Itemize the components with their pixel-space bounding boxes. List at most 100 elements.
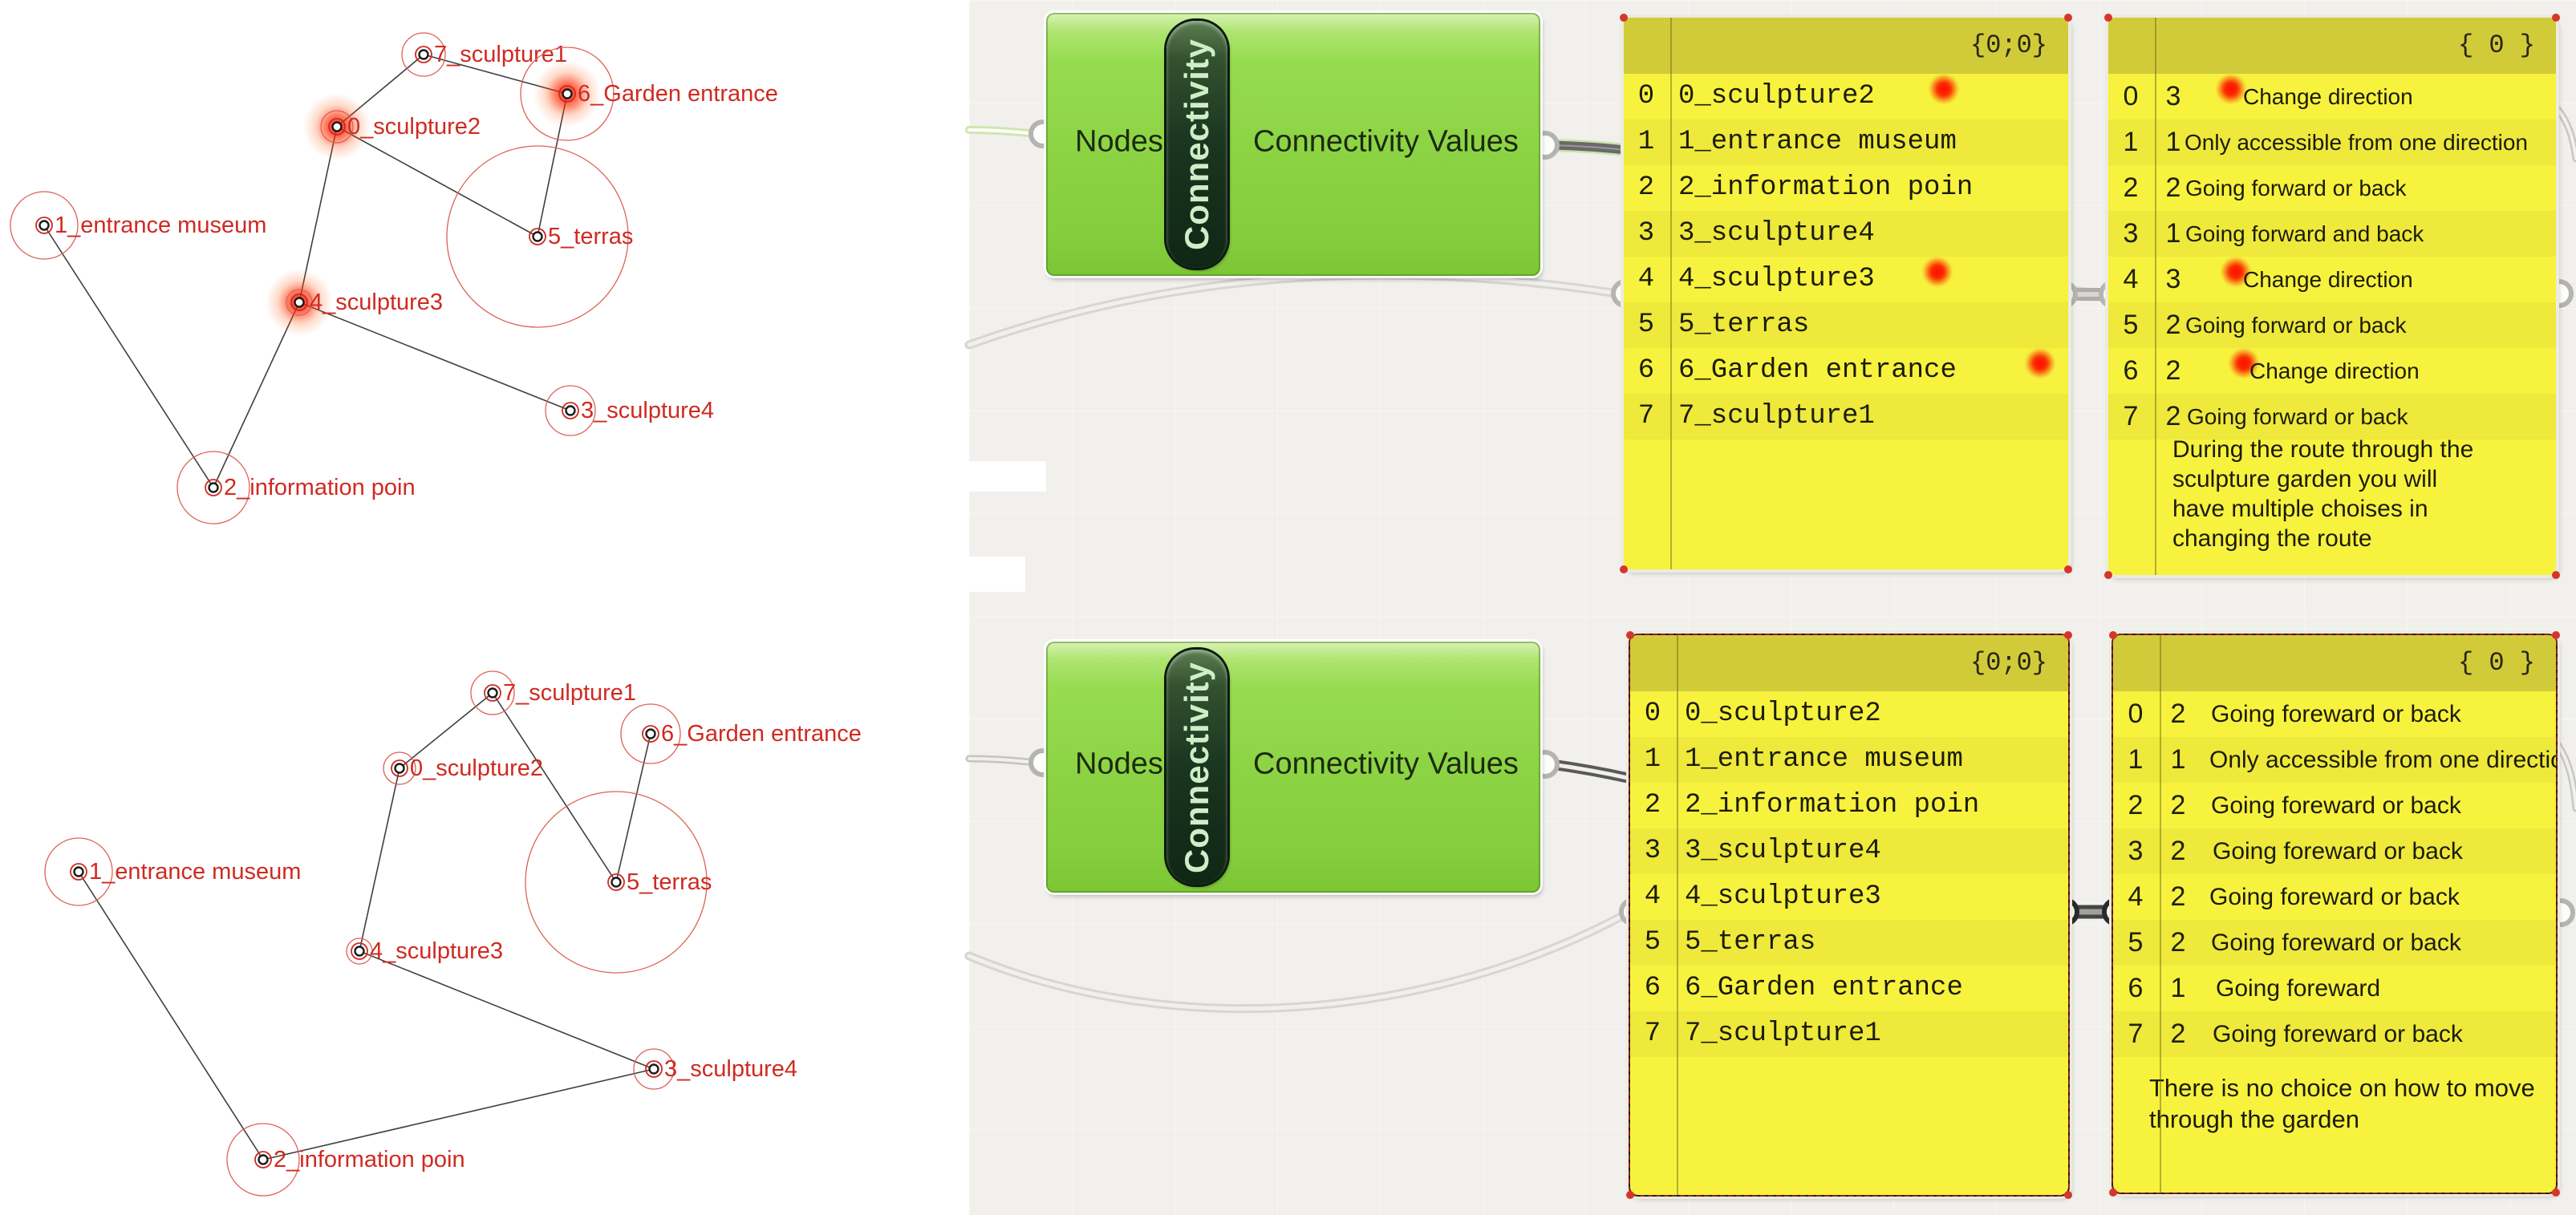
node-label: 0_sculpture2 <box>410 755 543 781</box>
row-index: 0 <box>2123 81 2139 111</box>
row-text: Going foreward or back <box>2211 792 2461 819</box>
row-value: 2 <box>2170 927 2186 958</box>
row-text: Only accessible from one direction <box>2209 747 2556 773</box>
row-text: 7_sculpture1 <box>1685 1019 1881 1049</box>
row-value: 2 <box>2165 355 2181 386</box>
row-value: 2 <box>2170 836 2186 866</box>
connectivity-component-top[interactable]: Nodes Connectivity Connectivity Values <box>1046 13 1540 276</box>
panel-corner-grip[interactable] <box>2104 571 2112 579</box>
row-text: Going foreward or back <box>2211 929 2461 956</box>
row-index: 2 <box>1637 172 1655 203</box>
node-label: 0_sculpture2 <box>347 114 481 140</box>
row-text: 5_terras <box>1685 927 1816 958</box>
panel-corner-grip[interactable] <box>2552 571 2560 579</box>
row-index: 1 <box>1637 127 1655 157</box>
row-text: 4_sculpture3 <box>1685 881 1881 912</box>
panel-corner-grip[interactable] <box>2552 14 2560 22</box>
panel-corner-grip[interactable] <box>2064 565 2072 573</box>
node-label: 4_sculpture3 <box>370 938 503 964</box>
node-label: 6_Garden entrance <box>661 721 862 747</box>
component-name-label: Connectivity <box>1178 661 1215 873</box>
node-label: 6_Garden entrance <box>578 81 778 107</box>
node-point <box>39 220 50 231</box>
component-name-capsule[interactable]: Connectivity <box>1166 650 1227 885</box>
row-index: 6 <box>2123 355 2139 386</box>
row-text: 6_Garden entrance <box>1678 355 1957 386</box>
row-index: 0 <box>1637 81 1655 111</box>
panel-corner-grip[interactable] <box>2064 1191 2072 1199</box>
panel-path-header: { 0 } <box>2108 18 2556 74</box>
panel-corner-grip[interactable] <box>1620 14 1628 22</box>
row-text: Going foreward or back <box>2213 838 2463 865</box>
row-index: 1 <box>1644 744 1661 775</box>
connectivity-component-bottom[interactable]: Nodes Connectivity Connectivity Values <box>1046 642 1540 893</box>
panel-corner-grip[interactable] <box>2104 14 2112 22</box>
node-label: 5_terras <box>627 869 712 895</box>
panel-corner-grip[interactable] <box>2109 631 2117 639</box>
highlight-dot-icon <box>1929 74 1959 104</box>
node-ring <box>351 942 368 960</box>
row-index: 1 <box>2128 744 2144 775</box>
node-ring <box>328 118 346 136</box>
component-name-capsule[interactable]: Connectivity <box>1166 21 1227 268</box>
row-value: 2 <box>2170 881 2186 912</box>
node-range-circle <box>176 451 250 524</box>
row-text: Going forward or back <box>2187 404 2408 429</box>
panel-corner-grip[interactable] <box>1626 631 1634 639</box>
node-label: 2_information poin <box>274 1147 465 1172</box>
node-range-circle <box>383 751 416 785</box>
panel-corner-grip[interactable] <box>2064 631 2072 639</box>
index-column-divider <box>1670 18 1672 569</box>
graph-edge <box>615 733 651 883</box>
panel-corner-grip[interactable] <box>2109 1189 2117 1197</box>
white-image-edge <box>959 557 1025 592</box>
node-point <box>648 1063 659 1075</box>
panel-corner-grip[interactable] <box>2552 631 2560 639</box>
panel-path-header: {0;0} <box>1624 18 2068 74</box>
row-value: 1 <box>2170 744 2186 775</box>
row-index: 6 <box>1637 355 1655 386</box>
row-value: 2 <box>2165 172 2181 203</box>
row-text: 3_sculpture4 <box>1685 836 1881 866</box>
node-ring <box>558 85 576 103</box>
panel-corner-grip[interactable] <box>1626 1191 1634 1199</box>
input-param-nodes[interactable]: Nodes <box>1075 747 1163 781</box>
output-param-connectivity-values[interactable]: Connectivity Values <box>1253 747 1519 781</box>
node-ring <box>415 46 432 63</box>
node-label: 2_information poin <box>224 475 416 500</box>
panel-corner-grip[interactable] <box>1620 565 1628 573</box>
node-ring <box>70 863 87 881</box>
row-index: 2 <box>2128 790 2144 820</box>
input-param-nodes[interactable]: Nodes <box>1075 124 1163 159</box>
panel-corner-grip[interactable] <box>2064 14 2072 22</box>
node-ring <box>391 759 408 777</box>
row-text: 0_sculpture2 <box>1685 699 1881 729</box>
output-param-connectivity-values[interactable]: Connectivity Values <box>1253 124 1519 159</box>
row-text: Going forward and back <box>2185 221 2424 246</box>
panel-corner-grip[interactable] <box>2552 1189 2560 1197</box>
highlight-dot-icon <box>2025 348 2055 379</box>
node-range-circle <box>10 191 79 260</box>
node-label: 1_entrance museum <box>55 213 266 238</box>
row-index: 3 <box>1644 836 1661 866</box>
node-point <box>354 946 365 957</box>
row-text: Going foreward <box>2216 975 2381 1002</box>
row-value: 1 <box>2165 127 2181 157</box>
